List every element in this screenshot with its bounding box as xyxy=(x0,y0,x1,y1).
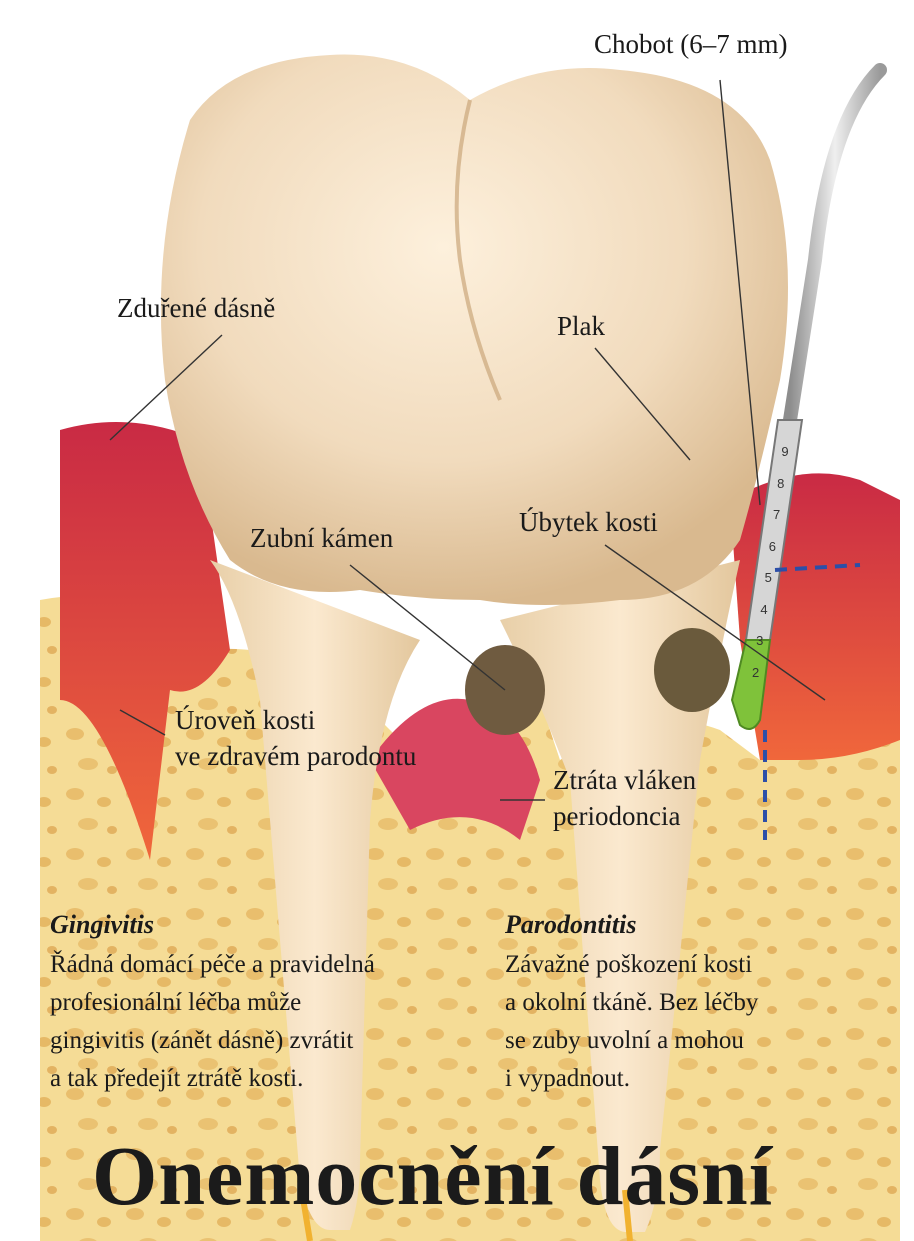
gingivitis-line: Řádná domácí péče a pravidelná xyxy=(50,946,375,984)
parodontitis-line: se zuby uvolní a mohou xyxy=(505,1022,758,1060)
probe-mark-3: 3 xyxy=(751,633,769,648)
probe-mark-8: 8 xyxy=(772,476,790,491)
page-title: Onemocnění dásní xyxy=(92,1128,773,1225)
label-plak: Plak xyxy=(557,308,605,344)
parodontitis-line: i vypadnout. xyxy=(505,1060,758,1098)
probe-mark-2: 2 xyxy=(747,665,765,680)
parodontitis-line: a okolní tkáně. Bez léčby xyxy=(505,984,758,1022)
probe-mark-5: 5 xyxy=(759,570,777,585)
parodontitis-heading: Parodontitis xyxy=(505,910,636,940)
parodontitis-text: Závažné poškození kosti a okolní tkáně. … xyxy=(505,946,758,1098)
label-ubytek-kosti: Úbytek kosti xyxy=(519,504,658,540)
parodontitis-line: Závažné poškození kosti xyxy=(505,946,758,984)
probe-mark-9: 9 xyxy=(776,444,794,459)
label-uroven-kosti: Úroveň kosti ve zdravém parodontu xyxy=(175,702,416,774)
label-uroven-line1: Úroveň kosti xyxy=(175,702,416,738)
label-chobot: Chobot (6–7 mm) xyxy=(594,26,788,62)
gingivitis-line: profesionální léčba může xyxy=(50,984,375,1022)
probe-shaft xyxy=(790,70,880,420)
label-ztrata-vlaken: Ztráta vláken periodoncia xyxy=(553,762,696,834)
probe-mark-6: 6 xyxy=(763,539,781,554)
label-ztrata-line2: periodoncia xyxy=(553,798,696,834)
probe-mark-7: 7 xyxy=(768,507,786,522)
gingivitis-text: Řádná domácí péče a pravidelná profesion… xyxy=(50,946,375,1098)
gingivitis-line: a tak předejít ztrátě kosti. xyxy=(50,1060,375,1098)
label-uroven-line2: ve zdravém parodontu xyxy=(175,738,416,774)
label-zdurene-dasne: Zduřené dásně xyxy=(117,290,275,326)
gingivitis-heading: Gingivitis xyxy=(50,910,154,940)
calculus-right xyxy=(654,628,730,712)
gingivitis-line: gingivitis (zánět dásně) zvrátit xyxy=(50,1022,375,1060)
label-ztrata-line1: Ztráta vláken xyxy=(553,762,696,798)
probe-mark-4: 4 xyxy=(755,602,773,617)
label-zubni-kamen: Zubní kámen xyxy=(250,520,393,556)
